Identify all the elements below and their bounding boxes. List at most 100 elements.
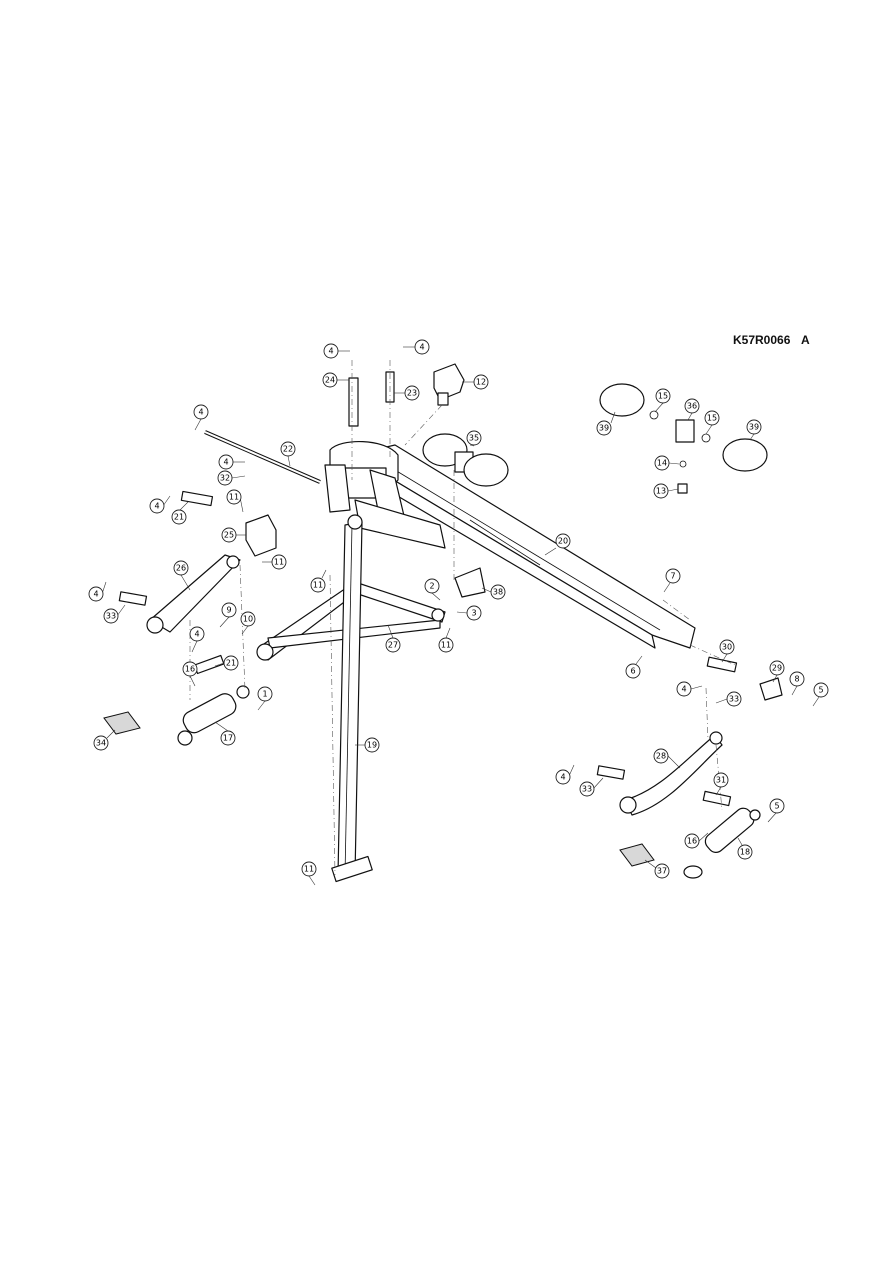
callout-38: 38 xyxy=(481,584,506,600)
svg-text:39: 39 xyxy=(599,424,609,433)
drawing-reference: K57R0066 xyxy=(733,333,791,347)
svg-text:24: 24 xyxy=(325,376,335,385)
svg-text:11: 11 xyxy=(304,865,314,874)
callout-4: 4 xyxy=(88,581,107,602)
svg-text:16: 16 xyxy=(185,665,195,674)
callout-16: 16 xyxy=(684,832,709,849)
frame-parts xyxy=(103,360,783,883)
svg-text:29: 29 xyxy=(772,664,782,673)
svg-text:33: 33 xyxy=(582,785,592,794)
callout-2: 2 xyxy=(424,578,441,601)
callout-4: 4 xyxy=(676,681,703,697)
svg-text:20: 20 xyxy=(558,537,568,546)
callout-11: 11 xyxy=(438,627,454,653)
pin-33-right xyxy=(596,765,626,780)
callout-10: 10 xyxy=(240,611,256,635)
callout-15: 15 xyxy=(704,410,720,435)
callout-36: 36 xyxy=(684,398,700,421)
svg-text:8: 8 xyxy=(794,675,799,684)
callout-31: 31 xyxy=(713,772,729,796)
callout-30: 30 xyxy=(719,639,735,663)
svg-text:26: 26 xyxy=(176,564,186,573)
svg-text:4: 4 xyxy=(560,773,565,782)
callout-13: 13 xyxy=(653,483,679,499)
svg-text:10: 10 xyxy=(243,615,253,624)
svg-text:28: 28 xyxy=(656,752,666,761)
pivot-block xyxy=(245,514,277,557)
svg-text:2: 2 xyxy=(429,582,434,591)
pin-33-left xyxy=(118,591,148,606)
callout-33: 33 xyxy=(103,604,126,624)
svg-text:31: 31 xyxy=(716,776,726,785)
svg-text:4: 4 xyxy=(223,458,228,467)
callout-4: 4 xyxy=(323,343,350,359)
svg-text:4: 4 xyxy=(154,502,159,511)
svg-text:4: 4 xyxy=(328,347,333,356)
callout-9: 9 xyxy=(219,602,237,628)
valve-block xyxy=(433,363,465,406)
callout-18: 18 xyxy=(737,837,753,860)
svg-text:18: 18 xyxy=(740,848,750,857)
right-cylinder xyxy=(683,807,761,879)
callout-26: 26 xyxy=(173,560,191,591)
svg-text:11: 11 xyxy=(313,581,323,590)
turret-mount xyxy=(324,441,446,549)
svg-text:15: 15 xyxy=(658,392,668,401)
svg-text:4: 4 xyxy=(681,685,686,694)
clevis-29 xyxy=(759,677,783,701)
callout-14: 14 xyxy=(654,455,680,471)
svg-text:16: 16 xyxy=(687,837,697,846)
callout-3: 3 xyxy=(456,605,482,621)
callout-21: 21 xyxy=(171,501,189,525)
callout-17: 17 xyxy=(214,721,236,746)
callout-4: 4 xyxy=(555,764,575,785)
main-beam xyxy=(351,444,696,649)
callout-28: 28 xyxy=(653,748,681,769)
callout-39: 39 xyxy=(746,419,762,441)
pin-21-upper xyxy=(180,490,214,507)
callout-24: 24 xyxy=(322,372,349,388)
svg-text:13: 13 xyxy=(656,487,666,496)
callout-16: 16 xyxy=(182,661,198,687)
callout-4: 4 xyxy=(218,454,245,470)
svg-text:1: 1 xyxy=(262,690,267,699)
right-lift-arm xyxy=(619,731,723,816)
svg-text:4: 4 xyxy=(198,408,203,417)
svg-text:21: 21 xyxy=(174,513,184,522)
svg-text:4: 4 xyxy=(194,630,199,639)
callout-7: 7 xyxy=(663,568,681,593)
callout-20: 20 xyxy=(544,533,571,556)
decal-34 xyxy=(103,711,141,735)
callout-bubbles: 4 4 24 23 12 35 4 22 4 32 4 21 11 25 11 … xyxy=(88,339,829,886)
callout-25: 25 xyxy=(221,527,246,543)
callout-34: 34 xyxy=(93,729,116,751)
callout-35: 35 xyxy=(466,430,482,447)
callout-5: 5 xyxy=(812,682,829,707)
svg-text:11: 11 xyxy=(441,641,451,650)
callout-33: 33 xyxy=(579,777,604,797)
vertical-leg xyxy=(331,514,373,883)
svg-text:22: 22 xyxy=(283,445,293,454)
drawing-revision: A xyxy=(801,333,810,347)
svg-text:12: 12 xyxy=(476,378,486,387)
callout-4: 4 xyxy=(403,339,430,355)
svg-text:5: 5 xyxy=(774,802,779,811)
svg-text:39: 39 xyxy=(749,423,759,432)
callout-22: 22 xyxy=(280,441,296,467)
svg-text:4: 4 xyxy=(419,343,424,352)
callout-4: 4 xyxy=(193,404,209,431)
svg-text:9: 9 xyxy=(226,606,231,615)
callout-21: 21 xyxy=(214,655,239,671)
svg-text:3: 3 xyxy=(471,609,476,618)
svg-text:5: 5 xyxy=(818,686,823,695)
svg-text:15: 15 xyxy=(707,414,717,423)
callout-39: 39 xyxy=(596,411,616,436)
svg-text:11: 11 xyxy=(274,558,284,567)
callout-4: 4 xyxy=(189,626,205,653)
callout-11: 11 xyxy=(310,569,327,593)
pin-24 xyxy=(348,377,359,427)
callout-11: 11 xyxy=(301,861,317,886)
svg-text:37: 37 xyxy=(657,867,667,876)
callout-5: 5 xyxy=(767,798,785,823)
